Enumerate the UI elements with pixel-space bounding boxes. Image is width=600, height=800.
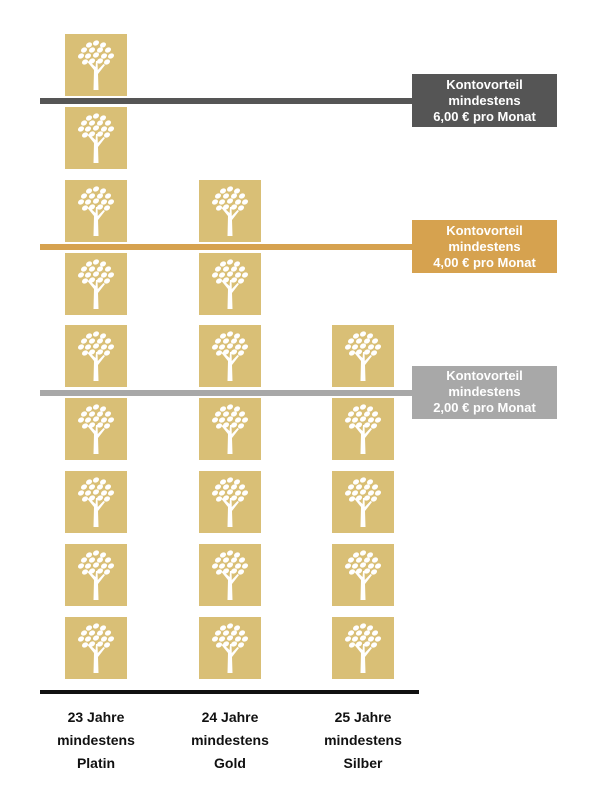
tree-icon xyxy=(199,179,261,242)
tree-icon xyxy=(199,252,261,315)
column-label-line: 23 Jahre xyxy=(67,709,125,725)
column-label-line: 25 Jahre xyxy=(334,709,392,725)
threshold-label-line: Kontovorteil xyxy=(446,368,523,384)
tree-icon xyxy=(199,398,261,461)
column-label-line: 24 Jahre xyxy=(201,709,259,725)
threshold-label-line: mindestens xyxy=(448,92,521,108)
tree-icon xyxy=(65,179,127,242)
tree-icon xyxy=(65,106,127,169)
threshold-label-line: Kontovorteil xyxy=(446,222,523,238)
baseline-axis xyxy=(40,690,419,694)
tree-icon xyxy=(199,544,261,607)
tree-icon xyxy=(65,544,127,607)
threshold-label-line: 6,00 € pro Monat xyxy=(433,108,536,124)
tree-icon xyxy=(332,544,394,607)
threshold-label-line: 2,00 € pro Monat xyxy=(433,400,536,416)
threshold-label-line: mindestens xyxy=(448,384,521,400)
tree-icon xyxy=(199,617,261,679)
column-label-line: mindestens xyxy=(191,732,269,748)
tree-icon xyxy=(332,471,394,534)
column-label-line: Gold xyxy=(214,755,246,771)
tree-icon xyxy=(65,617,127,679)
tree-icon xyxy=(332,617,394,679)
threshold-label-line: Kontovorteil xyxy=(446,76,523,92)
column-label-line: mindestens xyxy=(57,732,135,748)
tree-icon xyxy=(65,252,127,315)
threshold-label-line: 4,00 € pro Monat xyxy=(433,254,536,270)
tree-icon xyxy=(65,471,127,534)
threshold-line xyxy=(40,389,412,396)
tree-icon xyxy=(199,471,261,534)
tree-icon xyxy=(332,325,394,388)
threshold-line xyxy=(40,244,412,251)
column-label-line: Silber xyxy=(343,755,383,771)
tree-icon xyxy=(332,398,394,461)
threshold-line xyxy=(40,98,412,105)
threshold-label-line: mindestens xyxy=(448,238,521,254)
tree-icon xyxy=(65,325,127,388)
column-label-line: mindestens xyxy=(324,732,402,748)
tree-icon xyxy=(65,33,127,96)
tree-icon xyxy=(65,398,127,461)
column-label-line: Platin xyxy=(76,755,116,771)
tree-icon xyxy=(199,325,261,388)
